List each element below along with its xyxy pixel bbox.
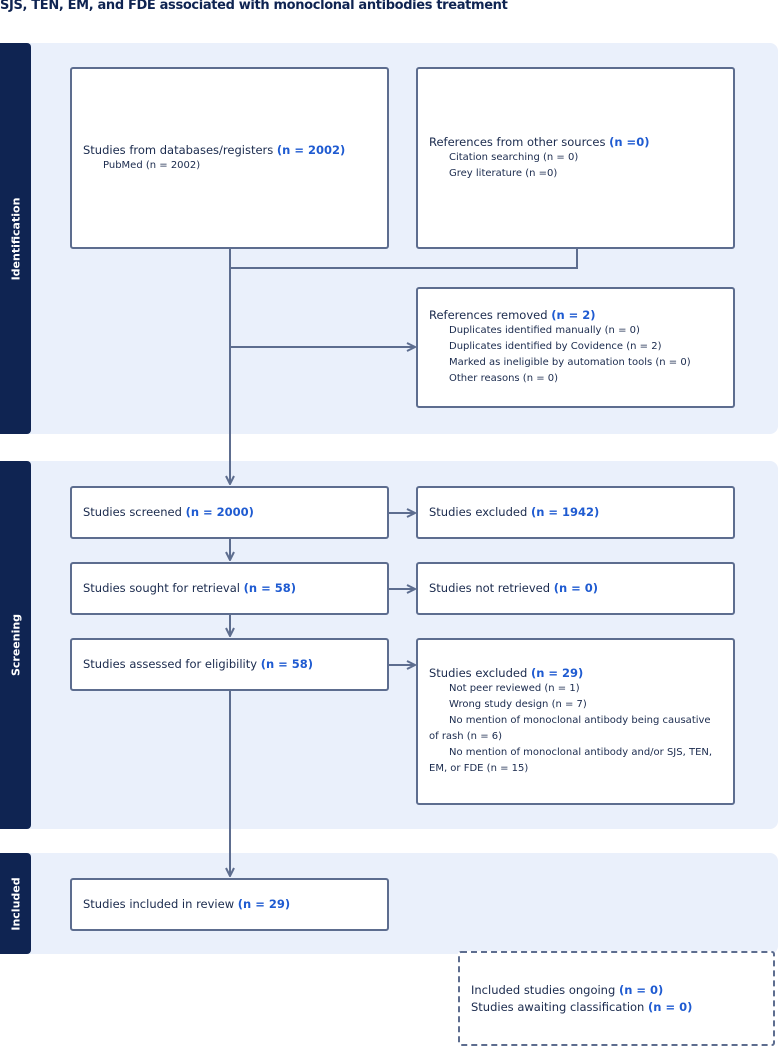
removed-sub-other: Other reasons (n = 0) [449, 373, 559, 384]
removed-box: References removed (n = 2) Duplicates id… [416, 287, 735, 408]
awaiting-label: Studies awaiting classification [471, 999, 645, 1014]
other-sources-label: References from other sources [429, 134, 606, 149]
excluded-elig-sub-peer: Not peer reviewed (n = 1) [449, 683, 580, 694]
sought-count: (n = 58) [243, 581, 296, 595]
databases-label: Studies from databases/registers [83, 142, 274, 157]
not-retrieved-count: (n = 0) [553, 581, 599, 595]
other-sources-sub-grey: Grey literature (n =0) [449, 167, 558, 179]
assessed-count: (n = 58) [260, 657, 314, 671]
excluded-screen-label: Studies excluded [429, 505, 528, 519]
ongoing-count: (n = 0) [618, 982, 664, 997]
removed-label: References removed [429, 308, 548, 322]
ongoing-box: Included studies ongoing (n = 0) Studies… [458, 951, 775, 1046]
identification-label: Identification [9, 197, 22, 280]
assessed-label: Studies assessed for eligibility [83, 657, 258, 671]
page-title: SJS, TEN, EM, and FDE associated with mo… [0, 0, 508, 13]
removed-sub-automation: Marked as ineligible by automation tools… [449, 357, 691, 368]
excluded-elig-count: (n = 29) [530, 666, 584, 680]
screening-label: Screening [9, 613, 22, 677]
excluded-screen-box: Studies excluded (n = 1942) [416, 486, 735, 539]
assessed-box: Studies assessed for eligibility (n = 58… [70, 638, 389, 691]
screened-label: Studies screened [83, 505, 182, 519]
databases-box: Studies from databases/registers (n = 20… [70, 67, 389, 249]
excluded-elig-sub-causative: No mention of monoclonal antibody being … [429, 715, 711, 742]
included-label-text: Studies included in review [83, 897, 235, 911]
screened-count: (n = 2000) [185, 505, 254, 519]
awaiting-count: (n = 0) [648, 999, 693, 1014]
excluded-elig-sub-no-mention: No mention of monoclonal antibody and/or… [429, 747, 713, 774]
other-sources-box: References from other sources (n =0) Cit… [416, 67, 735, 249]
included-sidebar: Included [0, 853, 31, 954]
databases-count: (n = 2002) [276, 142, 346, 157]
included-count: (n = 29) [237, 897, 291, 911]
other-sources-count: (n =0) [609, 134, 650, 149]
sought-box: Studies sought for retrieval (n = 58) [70, 562, 389, 615]
identification-sidebar: Identification [0, 43, 31, 434]
removed-sub-covidence: Duplicates identified by Covidence (n = … [449, 341, 662, 352]
not-retrieved-label: Studies not retrieved [429, 581, 551, 595]
screening-sidebar: Screening [0, 461, 31, 829]
databases-sub-pubmed: PubMed (n = 2002) [103, 159, 201, 171]
excluded-elig-box: Studies excluded (n = 29) Not peer revie… [416, 638, 735, 805]
ongoing-label: Included studies ongoing [471, 982, 616, 997]
included-box: Studies included in review (n = 29) [70, 878, 389, 931]
sought-label: Studies sought for retrieval [83, 581, 240, 595]
excluded-elig-sub-design: Wrong study design (n = 7) [449, 699, 587, 710]
removed-sub-manual: Duplicates identified manually (n = 0) [449, 325, 640, 336]
not-retrieved-box: Studies not retrieved (n = 0) [416, 562, 735, 615]
screened-box: Studies screened (n = 2000) [70, 486, 389, 539]
other-sources-sub-citation: Citation searching (n = 0) [449, 151, 579, 163]
removed-count: (n = 2) [551, 308, 596, 322]
included-label: Included [9, 876, 22, 931]
excluded-elig-label: Studies excluded [429, 666, 528, 680]
excluded-screen-count: (n = 1942) [530, 505, 600, 519]
